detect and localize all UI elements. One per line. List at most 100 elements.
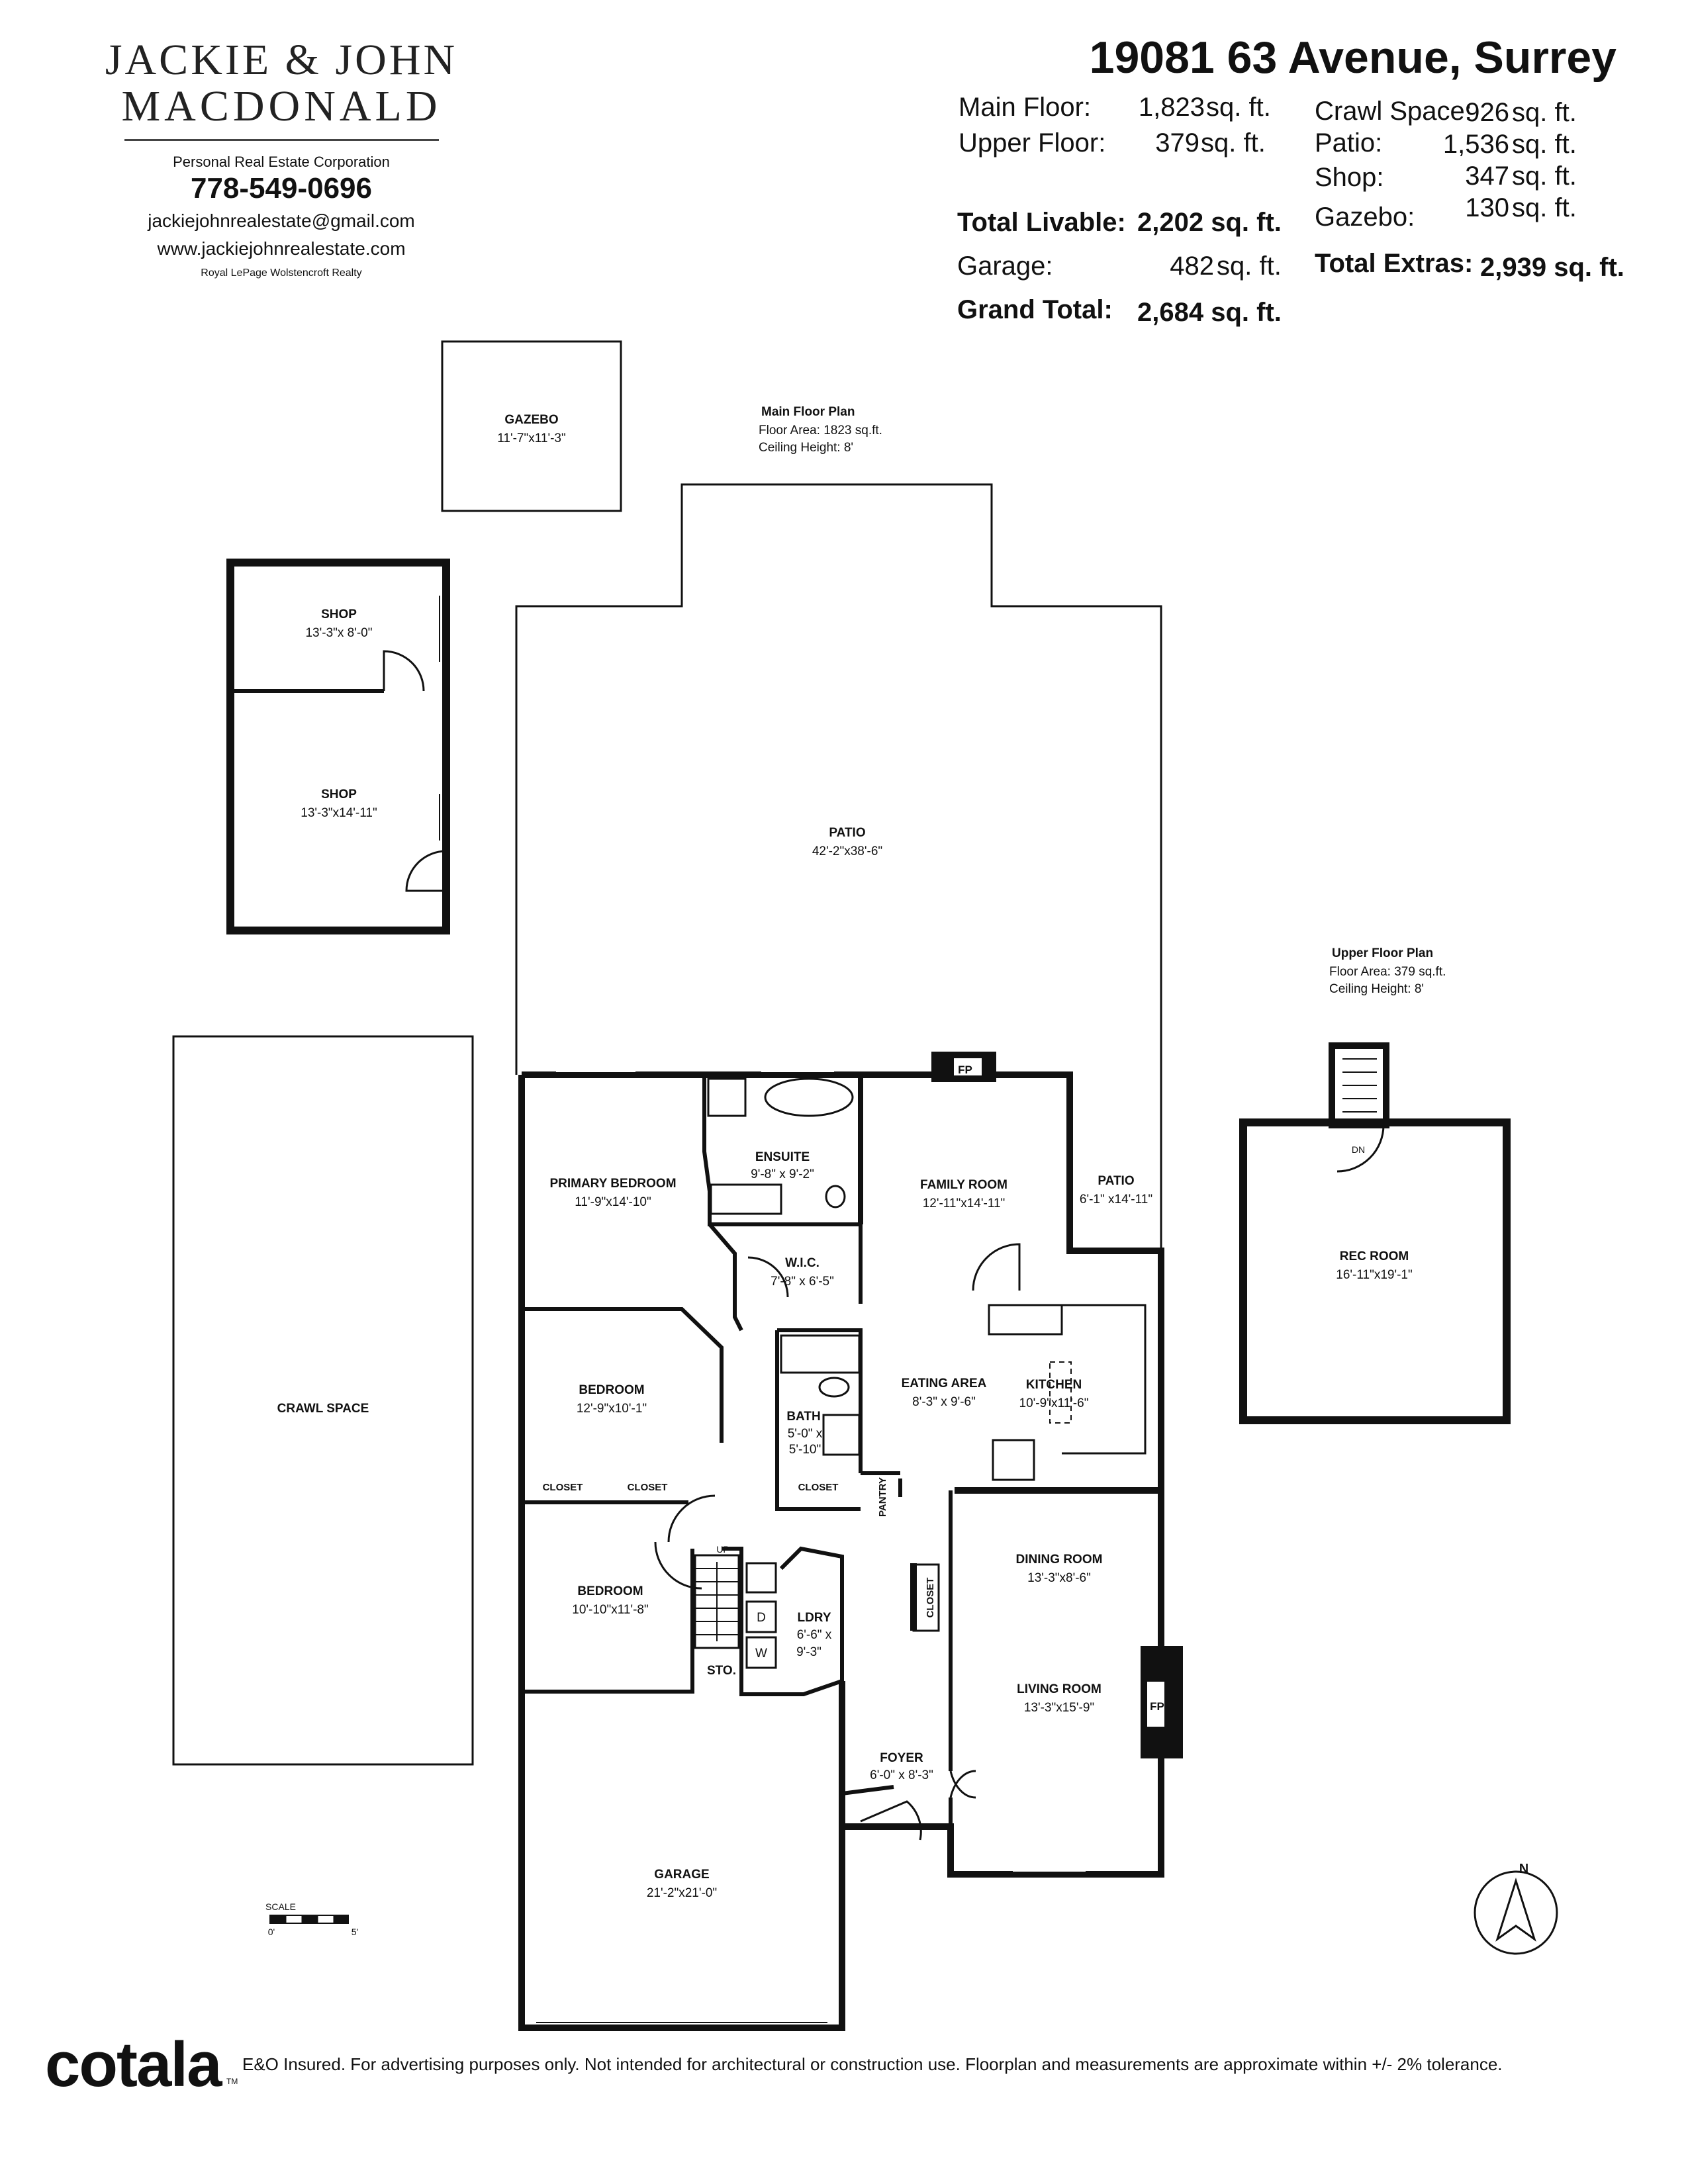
north-arrow-circle bbox=[1474, 1870, 1558, 1955]
gazebo-outline bbox=[441, 340, 622, 512]
patio-area-value: 1,536 bbox=[1442, 130, 1509, 159]
laundry-dim2: 9'-3" bbox=[796, 1645, 821, 1659]
gazebo-label: GAZEBO bbox=[504, 413, 558, 427]
stairs-up-marker: UP bbox=[716, 1544, 729, 1555]
patio-area-label: Patio: bbox=[1315, 128, 1383, 158]
patio-label: PATIO bbox=[829, 826, 865, 840]
living-room-label: LIVING ROOM bbox=[1017, 1682, 1102, 1696]
wall-wic bbox=[708, 1223, 743, 1332]
ensuite-label: ENSUITE bbox=[755, 1150, 810, 1164]
crawl-space-unit: sq. ft. bbox=[1512, 98, 1577, 127]
hall-closet-label: CLOSET bbox=[925, 1578, 936, 1618]
eating-area-dim: 8'-3" x 9'-6" bbox=[912, 1395, 976, 1409]
main-plan-title: Main Floor Plan bbox=[761, 405, 855, 419]
patio-small-label: PATIO bbox=[1098, 1174, 1134, 1188]
bath-toilet bbox=[818, 1377, 850, 1398]
agent-name-line1: JACKIE & JOHN bbox=[105, 36, 458, 84]
closet-label-2: CLOSET bbox=[628, 1482, 668, 1493]
cotala-trademark: TM bbox=[226, 2077, 238, 2086]
wall-bath bbox=[777, 1328, 863, 1473]
family-room-label: FAMILY ROOM bbox=[920, 1178, 1008, 1192]
ensuite-dim: 9'-8" x 9'-2" bbox=[751, 1167, 814, 1181]
bath-label: BATH bbox=[786, 1410, 820, 1424]
crawl-space-label: CRAWL SPACE bbox=[277, 1402, 369, 1416]
shower bbox=[707, 1077, 747, 1117]
bedroom1-dim: 12'-9"x10'-1" bbox=[577, 1402, 647, 1416]
house-exterior-left bbox=[518, 1075, 845, 2031]
scale-label: SCALE bbox=[265, 1901, 296, 1912]
patio-outline bbox=[515, 483, 1162, 1317]
shop1-dim: 13'-3"x 8'-0" bbox=[305, 626, 372, 640]
upper-plan-area: Floor Area: 379 sq.ft. bbox=[1329, 965, 1446, 979]
rec-room-dim: 16'-11"x19'-1" bbox=[1336, 1268, 1412, 1282]
wall-pantry bbox=[861, 1471, 902, 1497]
wall-ensuite bbox=[702, 1075, 861, 1226]
eating-area-label: EATING AREA bbox=[902, 1377, 987, 1390]
shop-door-swing-2 bbox=[405, 850, 447, 892]
upper-plan-title: Upper Floor Plan bbox=[1332, 946, 1433, 960]
gazebo-area-label: Gazebo: bbox=[1315, 203, 1415, 232]
garage-area-value: 482 bbox=[1170, 251, 1214, 281]
shop-area-value: 347 bbox=[1465, 161, 1509, 191]
kitchen-appliance bbox=[992, 1439, 1035, 1481]
storage-label: STO. bbox=[707, 1664, 736, 1678]
upper-floor-unit: sq. ft. bbox=[1201, 128, 1266, 158]
cotala-logo: cotala bbox=[45, 2029, 222, 2100]
family-door-swing bbox=[972, 1243, 1021, 1291]
bath-vanity bbox=[822, 1414, 861, 1456]
wall-entry bbox=[840, 1785, 894, 1827]
fireplace-marker-living: FP bbox=[1150, 1700, 1164, 1713]
grand-total-label: Grand Total: bbox=[957, 295, 1113, 324]
wall-bedroom1 bbox=[522, 1307, 724, 1443]
dryer-marker: D bbox=[757, 1611, 766, 1625]
wic-door-swing bbox=[747, 1256, 789, 1298]
main-floor-unit: sq. ft. bbox=[1206, 93, 1271, 122]
bath-tub bbox=[780, 1334, 861, 1374]
dining-room-dim: 13'-3"x8'-6" bbox=[1027, 1571, 1091, 1585]
total-livable-value: 2,202 sq. ft. bbox=[1137, 208, 1282, 237]
scale-min: 0' bbox=[268, 1927, 275, 1937]
agent-email[interactable]: jackiejohnrealestate@gmail.com bbox=[148, 210, 415, 231]
bath-dim2: 5'-10" bbox=[789, 1443, 821, 1457]
laundry-label: LDRY bbox=[797, 1611, 831, 1625]
kitchen-label: KITCHEN bbox=[1026, 1378, 1082, 1392]
upper-stairwell bbox=[1329, 1042, 1389, 1128]
wall-laundry bbox=[722, 1546, 844, 1696]
ensuite-toilet bbox=[825, 1185, 846, 1208]
kitchen-counter bbox=[1062, 1304, 1147, 1455]
patio-area-unit: sq. ft. bbox=[1512, 130, 1577, 159]
kitchen-dim: 10'-9"x11'-6" bbox=[1019, 1396, 1089, 1410]
bedroom1-label: BEDROOM bbox=[579, 1383, 644, 1397]
living-room-dim: 13'-3"x15'-9" bbox=[1024, 1701, 1094, 1715]
shop-door-swing-1 bbox=[383, 650, 425, 692]
agent-website[interactable]: www.jackiejohnrealestate.com bbox=[157, 238, 406, 259]
total-extras-value: 2,939 sq. ft. bbox=[1480, 253, 1624, 282]
bath-dim1: 5'-0" x bbox=[788, 1427, 823, 1441]
closet-label-1: CLOSET bbox=[543, 1482, 583, 1493]
gazebo-area-unit: sq. ft. bbox=[1512, 193, 1577, 222]
total-livable-label: Total Livable: bbox=[957, 208, 1126, 237]
house-exterior-right bbox=[839, 1490, 1164, 1878]
hall-closet bbox=[912, 1563, 940, 1632]
agent-name-line2: MACDONALD bbox=[121, 82, 442, 130]
primary-bedroom-label: PRIMARY BEDROOM bbox=[549, 1177, 676, 1191]
living-double-door bbox=[949, 1770, 976, 1799]
kitchen-bar bbox=[988, 1304, 1063, 1336]
agent-phone[interactable]: 778-549-0696 bbox=[190, 172, 372, 205]
total-extras-label: Total Extras: bbox=[1315, 249, 1474, 278]
ensuite-vanity bbox=[710, 1183, 782, 1215]
pantry-label: PANTRY bbox=[877, 1477, 888, 1517]
upper-floor-label: Upper Floor: bbox=[959, 128, 1106, 158]
dryer bbox=[745, 1600, 777, 1633]
crawl-space-outline bbox=[172, 1035, 474, 1766]
shop-area-label: Shop: bbox=[1315, 163, 1384, 192]
washer-marker: W bbox=[755, 1647, 767, 1661]
patio-dim: 42'-2"x38'-6" bbox=[812, 844, 882, 858]
gazebo-area-value: 130 bbox=[1465, 193, 1509, 222]
fireplace-marker-family: FP bbox=[958, 1064, 972, 1076]
main-stairs bbox=[694, 1554, 740, 1649]
north-marker: N bbox=[1519, 1862, 1528, 1876]
shop2-label: SHOP bbox=[321, 788, 357, 801]
crawl-space-value: 926 bbox=[1465, 98, 1509, 127]
